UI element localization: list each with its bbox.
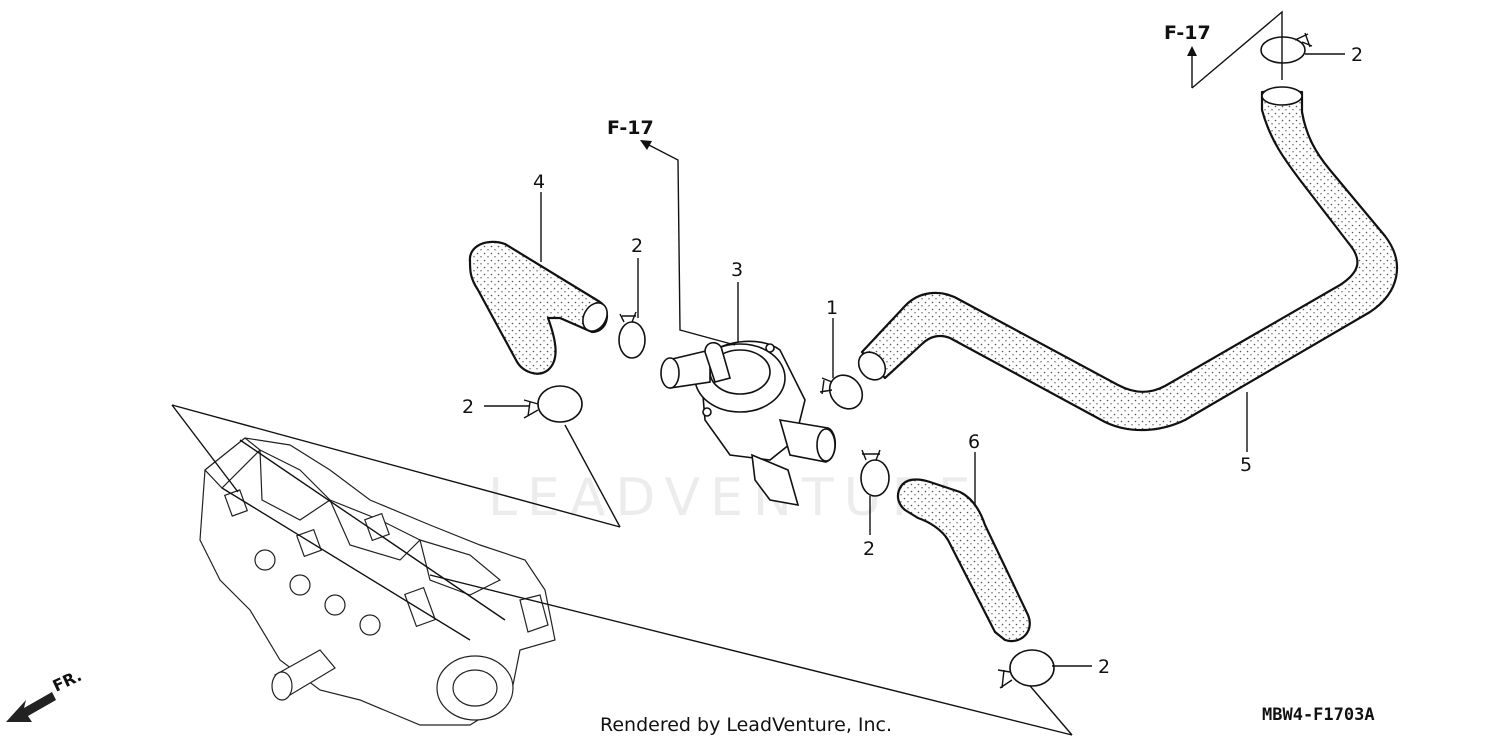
hose-clip-top-right — [1260, 32, 1313, 64]
hose-clip-valve-right — [860, 449, 890, 497]
reference-arrow-top-right — [1187, 10, 1283, 89]
front-label: FR. — [50, 666, 85, 696]
callout-2-left-lower: 2 — [462, 396, 474, 418]
hose-5 — [860, 90, 1399, 432]
reference-arrow-center — [640, 140, 736, 346]
callout-2-valve-left: 2 — [631, 235, 643, 257]
hose-clip-left-lower — [523, 385, 583, 423]
callout-3: 3 — [731, 259, 743, 281]
hose-5-upper-end — [1261, 86, 1303, 106]
hose-clip-bottom-right — [997, 649, 1055, 689]
engine-illustration — [199, 437, 556, 726]
leader-line — [564, 424, 621, 528]
callout-2-bottom-right: 2 — [1098, 656, 1110, 678]
hose-4-end — [582, 302, 608, 332]
callout-4: 4 — [533, 171, 545, 193]
callout-leaders — [484, 53, 1345, 667]
diagram-code: MBW4-F1703A — [1262, 705, 1375, 725]
hose-clip-part-1 — [819, 374, 864, 410]
callout-2-top-right: 2 — [1351, 44, 1363, 66]
leader-line — [429, 574, 1073, 736]
watermark-text: LEADVENTURE — [488, 468, 981, 528]
render-credit: Rendered by LeadVenture, Inc. — [600, 714, 893, 736]
hose-clip-valve-left — [618, 311, 646, 359]
air-injection-valve — [660, 340, 837, 507]
leader-line — [171, 404, 239, 493]
reference-label-top-right: F-17 — [1164, 22, 1211, 44]
callout-6: 6 — [968, 431, 980, 453]
hose-4 — [468, 240, 609, 375]
leader-line — [1024, 679, 1073, 736]
hose-5-lower-end — [857, 351, 887, 381]
callout-5: 5 — [1240, 454, 1252, 476]
callout-2-valve-right: 2 — [863, 538, 875, 560]
reference-label-center: F-17 — [607, 117, 654, 139]
hose-6 — [896, 478, 1031, 643]
callout-1: 1 — [826, 297, 838, 319]
leader-line — [171, 404, 621, 528]
front-direction-arrow-icon — [6, 692, 56, 722]
